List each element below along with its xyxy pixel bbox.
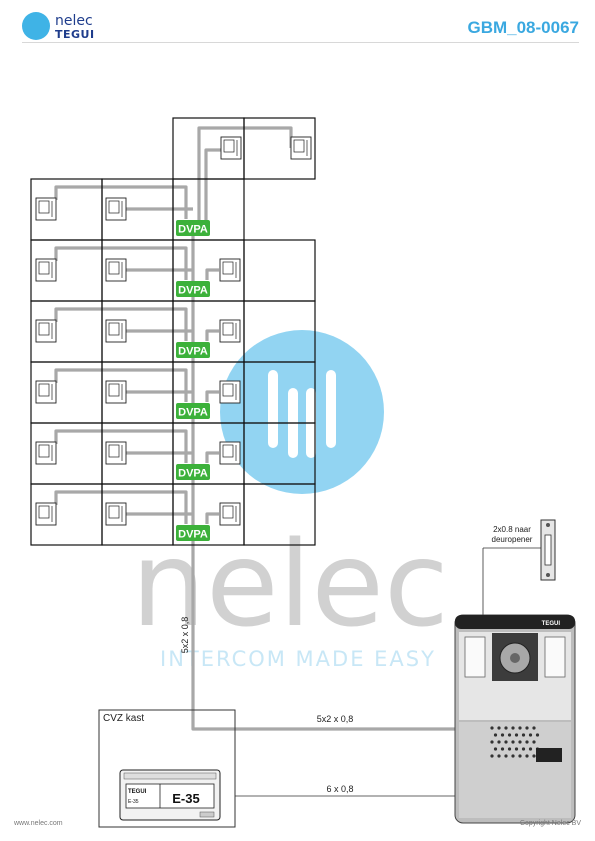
floor-cable-right — [205, 329, 219, 341]
speaker-grille — [490, 726, 540, 758]
brand-name: nelec — [55, 13, 93, 29]
apartment-cell — [243, 239, 316, 302]
riser-top-c — [197, 126, 293, 205]
watermark-circle — [220, 330, 384, 494]
monitor-icon — [35, 197, 57, 221]
door-opener: 2x0.8 naar deuropener — [482, 519, 556, 615]
monitor-icon — [105, 258, 127, 282]
push-button — [536, 748, 562, 762]
panel-brand: TEGUI — [542, 621, 561, 627]
door-opener-label-2: deuropener — [492, 535, 533, 544]
monitor-icon — [219, 502, 241, 526]
footer-copyright: Copyright Nelec BV — [519, 820, 581, 827]
door-station-panel: TEGUI — [454, 614, 576, 824]
monitor-icon — [219, 380, 241, 404]
floor-cable-left — [54, 368, 188, 402]
riser-cable — [191, 230, 455, 731]
floor-cable-right — [205, 390, 219, 402]
floor-cable-right — [205, 512, 219, 524]
monitor-icon — [35, 441, 57, 465]
dvpa-label: DVPA — [178, 529, 208, 541]
floor-cable-left — [54, 429, 188, 463]
document-code: GBM_08-0067 — [467, 18, 579, 37]
monitor-icon — [35, 319, 57, 343]
monitor-icon — [105, 197, 127, 221]
watermark: nelec INTERCOM MADE EASY — [131, 330, 449, 671]
dvpa-label: DVPA — [178, 285, 208, 297]
dvpa-label: DVPA — [178, 346, 208, 358]
floor-cable-right — [205, 268, 219, 280]
footer-website: www.nelec.com — [14, 820, 63, 827]
psu-brand: TEGUI — [128, 789, 147, 795]
power-supply-e35: TEGUI E-35 E-35 — [119, 769, 221, 821]
dvpa-module: DVPA — [176, 464, 210, 480]
brand-logo: nelec TEGUI — [22, 12, 172, 44]
dvpa-module: DVPA — [176, 403, 210, 419]
dvpa-label: DVPA — [178, 407, 208, 419]
monitor-icon — [219, 319, 241, 343]
monitor-icon — [220, 136, 242, 160]
monitor-icon — [105, 380, 127, 404]
dvpa-module: DVPA — [176, 525, 210, 541]
page-header: nelec TEGUI GBM_08-0067 — [0, 0, 595, 44]
riser-top-b — [204, 148, 221, 230]
monitor-icon — [290, 136, 312, 160]
dvpa-label: DVPA — [178, 224, 208, 236]
cvz-cabinet — [98, 709, 236, 828]
floor-cable-left — [54, 490, 188, 524]
dvpa-module: DVPA — [176, 342, 210, 358]
floor-cable-right — [205, 451, 219, 463]
dvpa-modules: DVPA DVPA DVPA DVPA DVPA DVPA — [176, 220, 210, 541]
monitor-icon — [105, 319, 127, 343]
monitor-icon — [105, 441, 127, 465]
monitor-icon — [35, 380, 57, 404]
monitor-icon — [219, 441, 241, 465]
floor-cable-left — [54, 185, 188, 219]
dvpa-module: DVPA — [176, 220, 210, 236]
psu-model-small: E-35 — [128, 799, 139, 805]
psu-model: E-35 — [172, 791, 199, 806]
door-opener-label-1: 2x0.8 naar — [493, 525, 531, 534]
apartment-cell — [243, 117, 316, 180]
monitor-icon — [105, 502, 127, 526]
supply-cable-label: 6 x 0,8 — [326, 784, 353, 794]
nelec-logo-icon — [22, 12, 50, 40]
apartment-cell — [243, 483, 316, 546]
apartment-grid — [30, 117, 316, 546]
monitors — [35, 136, 312, 526]
watermark-tagline: INTERCOM MADE EASY — [160, 647, 436, 671]
horizontal-cable-label: 5x2 x 0,8 — [317, 714, 354, 724]
monitor-icon — [35, 502, 57, 526]
header-divider — [22, 42, 579, 43]
monitor-icon — [219, 258, 241, 282]
cabinet-label: CVZ kast — [103, 713, 144, 724]
floor-cable-left — [54, 307, 188, 341]
riser-cable-label: 5x2 x 0,8 — [180, 617, 190, 654]
floor-cable-left — [54, 246, 188, 280]
brand-sub: TEGUI — [55, 28, 95, 41]
dvpa-label: DVPA — [178, 468, 208, 480]
monitor-icon — [35, 258, 57, 282]
dvpa-module: DVPA — [176, 281, 210, 297]
